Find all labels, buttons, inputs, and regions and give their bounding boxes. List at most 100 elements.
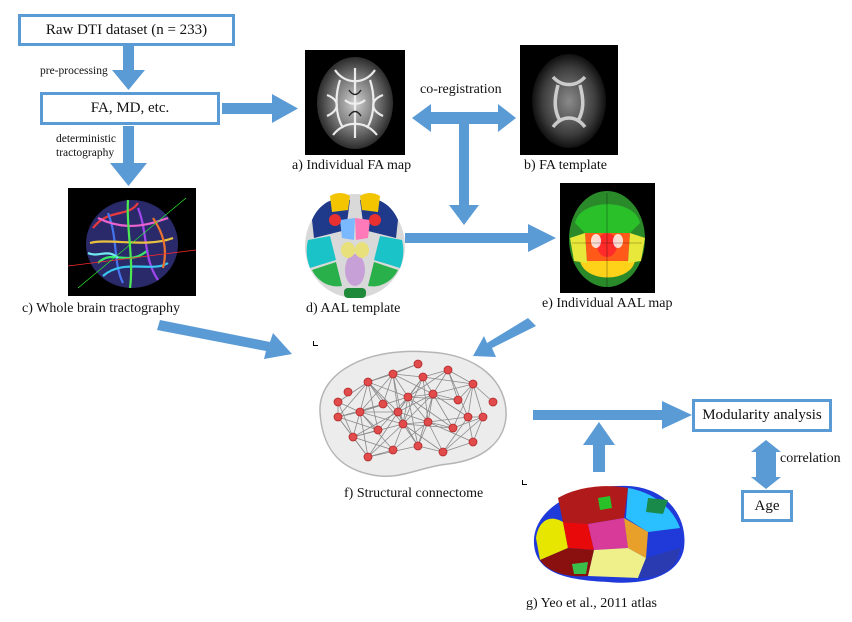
fa-md-box: FA, MD, etc. (40, 92, 220, 125)
connectome-node (333, 412, 343, 422)
connectome-edge (442, 416, 484, 453)
connectome-edge (337, 381, 369, 418)
arrow-coregistration (412, 104, 516, 132)
age-box: Age (741, 490, 793, 522)
connectome-edge (427, 421, 444, 453)
connectome-edge (392, 363, 419, 375)
connectome-node (363, 377, 373, 387)
connectome-edge (397, 411, 429, 423)
connectome-edge (352, 436, 394, 451)
connectome-node (413, 359, 423, 369)
connectome-edge (472, 383, 494, 403)
connectome-edge (402, 376, 424, 425)
connectome-edge (427, 421, 474, 443)
connectome-edge (407, 396, 419, 447)
connectome-edge (407, 369, 449, 398)
connectome-node (468, 379, 478, 389)
connectome-node (423, 417, 433, 427)
connectome-edge (367, 411, 399, 458)
arrow-fa-to-famap (222, 94, 298, 123)
connectome-edge (392, 373, 409, 398)
connectome-node (478, 412, 488, 422)
tractography-step-label: tractography (56, 147, 115, 159)
arrow-raw-to-fa (112, 45, 145, 90)
connectome-edge (382, 373, 394, 405)
connectome-edge (447, 369, 469, 418)
connectome-edge (472, 416, 484, 443)
connectome-edge (447, 369, 474, 385)
age-label: Age (754, 497, 780, 514)
connectome-node (448, 423, 458, 433)
connectome-edge (337, 381, 369, 403)
connectome-edge (359, 411, 404, 425)
arrow-connectome-to-modularity (533, 401, 692, 429)
connectome-node (488, 397, 498, 407)
connectome-edge (432, 369, 449, 395)
arrow-correlation (751, 440, 781, 489)
connectome-node (443, 365, 453, 375)
individual-aal-image (560, 183, 655, 293)
fa-map-image (305, 50, 405, 155)
arrow-aal-to-connectome (473, 318, 536, 357)
connectome-node (468, 437, 478, 447)
connectome-edge (359, 381, 369, 413)
fa-template-image (520, 45, 618, 155)
connectome-node (373, 425, 383, 435)
arrow-coreg-down (449, 120, 479, 225)
connectome-edge (427, 393, 434, 423)
connectome-edge (452, 416, 484, 429)
connectome-edge (367, 381, 379, 431)
connectome-edge (472, 383, 484, 418)
connectome-node (438, 447, 448, 457)
connectome-node (398, 419, 408, 429)
connectome-edge (432, 393, 454, 429)
connectome-edge (392, 423, 404, 451)
connectome-edge (359, 373, 394, 413)
connectome-edge (442, 441, 474, 453)
connectome-edge (402, 393, 434, 425)
arrow-yeo-up (583, 422, 615, 472)
connectome-edge (367, 423, 404, 458)
connectome-edge (337, 401, 354, 438)
connectome-edge (367, 381, 399, 413)
fa-md-label: FA, MD, etc. (90, 100, 170, 116)
connectome-node (333, 397, 343, 407)
connectome-edge (392, 373, 424, 378)
raw-dataset-box: Raw DTI dataset (n = 233) (18, 14, 235, 46)
connectome-edge (397, 393, 434, 413)
arrow-aal-to-individual (405, 224, 556, 252)
connectome-node (453, 395, 463, 405)
connectome-image (308, 342, 516, 482)
connectome-edge (352, 411, 399, 438)
connectome-edge (397, 411, 419, 447)
connectome-edge (392, 373, 399, 413)
connectome-edge (392, 373, 434, 395)
connectome-edge (422, 376, 474, 385)
connectome-node (343, 387, 353, 397)
connectome-edge (402, 423, 444, 453)
modularity-label: Modularity analysis (702, 407, 822, 423)
connectome-node (388, 445, 398, 455)
raw-dataset-label: Raw DTI dataset (n = 233) (45, 21, 208, 38)
corner-mark-1 (313, 341, 318, 346)
connectome-node (418, 372, 428, 382)
coregistration-label: co-registration (420, 82, 502, 97)
connectome-node (428, 389, 438, 399)
connectome-node (348, 432, 358, 442)
connectome-edge (392, 373, 404, 425)
connectome-edge (407, 396, 454, 429)
connectome-edge (452, 383, 474, 429)
deterministic-label: deterministic (56, 133, 117, 145)
yeo-atlas-image (528, 478, 688, 590)
connectome-node (463, 412, 473, 422)
connectome-edge (467, 383, 474, 418)
preprocessing-label: pre-processing (40, 65, 108, 77)
connectome-node (413, 441, 423, 451)
caption-yeo-atlas: g) Yeo et al., 2011 atlas (526, 596, 657, 611)
connectome-node (388, 369, 398, 379)
connectome-edge (377, 396, 409, 431)
caption-connectome: f) Structural connectome (344, 486, 484, 501)
caption-fa-map: a) Individual FA map (292, 158, 412, 173)
